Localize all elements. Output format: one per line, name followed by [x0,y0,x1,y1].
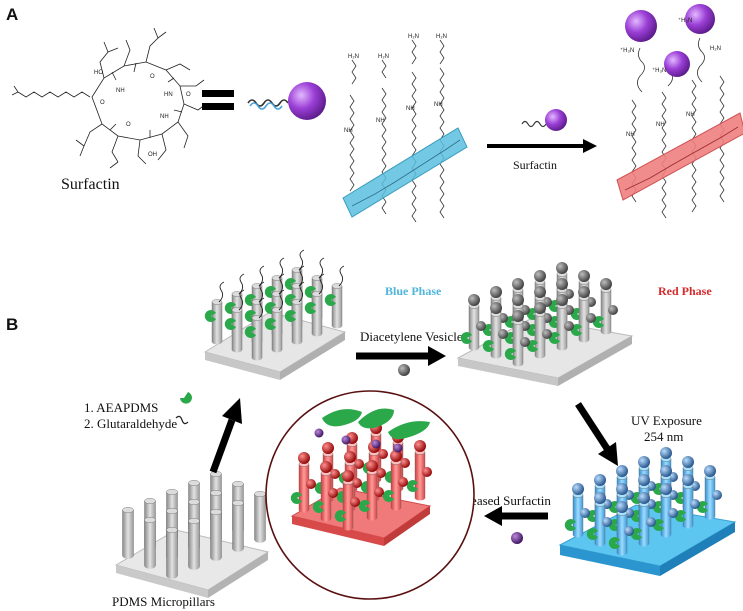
svg-text:O: O [100,100,105,106]
linker-mark [304,302,316,314]
released-label: Released Surfactin [453,493,551,508]
red-phase-zoom [265,390,475,600]
arrow-uv [575,402,618,466]
svg-text:H₂N: H₂N [710,46,721,52]
svg-text:NH: NH [406,106,415,112]
blue-phase-pillars [558,447,737,576]
reaction-label: Surfactin [513,158,557,172]
svg-text:OH: OH [148,152,157,158]
red-phase-group-labels: ⁺H₃N ⁺H₃N ⁺H₃N H₂N NH NH NH [620,17,721,138]
svg-text:NH: NH [434,102,443,108]
linker-mark [204,310,216,323]
svg-text:H₂N: H₂N [408,34,419,40]
linker-mark [358,500,370,513]
functionalized-pillar-array [204,249,345,361]
blue-phase-group-labels: H₂N H₂N H₂N H₂N NH NH NH NH [344,34,447,134]
linker-mark [324,294,336,306]
uv-label-2: 254 nm [644,429,683,444]
svg-text:NH: NH [686,112,695,118]
surfactin-label: Surfactin [61,176,120,193]
svg-text:NH: NH [116,88,125,94]
linker-mark [564,519,576,531]
svg-text:O: O [126,122,131,128]
svg-text:NH: NH [344,128,353,134]
vesicle-coated-pillars [456,262,634,386]
svg-text:NH: NH [160,114,169,120]
arrow-diacetylene [356,346,446,376]
linker-mark [460,332,472,345]
linker-mark [482,340,494,352]
reagent-step-2: 2. Glutaraldehyde [84,416,177,431]
linker-mark [406,480,418,492]
red-phase-surfactin [625,4,715,77]
svg-text:H₂N: H₂N [436,34,447,40]
arrow-functionalize [209,398,242,474]
svg-text:O: O [186,92,191,98]
linker-mark [284,310,296,323]
linker-mark [382,490,394,503]
glutaraldehyde-icon [175,415,189,425]
panel-label-a: A [6,5,18,24]
vesicle-pillar-array [460,262,618,367]
equals-sign [202,90,234,110]
svg-text:⁺H₃N: ⁺H₃N [678,17,692,24]
linker-mark [290,492,302,504]
surfactin-structure [11,27,207,169]
svg-text:NH: NH [626,132,635,138]
linker-mark [334,509,346,522]
linker-mark [224,317,236,330]
linker-mark [264,317,276,330]
svg-text:HO: HO [94,70,103,76]
reagent-step-1: 1. AEAPDMS [84,400,158,415]
blue-phase-backbone [342,127,468,218]
svg-text:⁺H₃N: ⁺H₃N [620,47,634,54]
base-pillar-array [122,471,266,579]
functionalized-pillars [203,249,347,380]
linker-mark [312,500,324,513]
red-pillar-array [290,422,432,531]
red-phase-label: Red Phase [658,284,712,298]
linker-mark [244,326,256,338]
blue-phase-label: Blue Phase [385,284,442,298]
linker-mark [504,348,516,360]
svg-text:H₂N: H₂N [378,54,389,60]
svg-text:NH: NH [656,122,665,128]
reaction-arrow [487,109,597,153]
diacetylene-label: Diacetylene Vesicles [360,329,468,344]
pdms-micropillars [114,471,270,598]
blue-pillar-array [564,447,722,556]
red-phase-backbone [616,112,743,201]
linker-mark [608,537,620,549]
aeapdms-icon [180,392,192,404]
svg-text:O: O [150,74,155,80]
pdms-label: PDMS Micropillars [112,594,215,609]
svg-text:⁺H₃N: ⁺H₃N [652,67,666,74]
surfactin-atom-labels: HO NH O HN NH O O OH O [94,70,191,158]
surfactin-icon [247,82,326,120]
svg-text:HN: HN [164,92,173,98]
svg-text:H₂N: H₂N [348,54,359,60]
linker-mark [586,528,598,540]
panel-label-b: B [6,315,18,334]
arrow-released [484,506,548,544]
svg-text:NH: NH [376,118,385,124]
uv-label-1: UV Exposure [631,413,702,428]
